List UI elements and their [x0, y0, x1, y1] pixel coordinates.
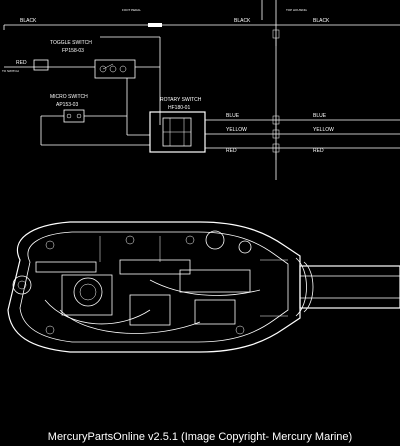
- top-housing-label: TOP HOUSING: [286, 8, 308, 12]
- yellow-wire-label-left: YELLOW: [226, 127, 247, 133]
- micro-switch: [63, 109, 85, 123]
- image-caption: MercuryPartsOnline v2.5.1 (Image Copyrig…: [47, 431, 353, 443]
- rotary-switch: [149, 111, 206, 153]
- housing-inner-shell: [19, 231, 289, 343]
- output-connectors: [272, 115, 280, 160]
- blue-wire-label-left: BLUE: [226, 113, 240, 119]
- black-wire-label-right: BLACK: [313, 18, 330, 24]
- red-wire-label-right: RED: [313, 148, 324, 154]
- foot-pedal-label: FOOT PEDAL: [122, 8, 141, 12]
- red-wire-note: TO SWITCH: [2, 69, 19, 73]
- toggle-switch: [94, 59, 136, 79]
- housing-drawing: [7, 221, 400, 353]
- internal-components: [12, 230, 288, 335]
- toggle-switch-part: FP158-03: [62, 48, 84, 54]
- rotary-switch-name: ROTARY SWITCH: [160, 97, 202, 103]
- toggle-switch-name: TOGGLE SWITCH: [50, 40, 92, 46]
- wiring-diagram: FOOT PEDAL TOP HOUSING BLACK BLACK BLACK…: [2, 0, 400, 353]
- schematic: FOOT PEDAL TOP HOUSING BLACK BLACK BLACK…: [2, 0, 400, 180]
- bus-connector-1: [272, 29, 280, 46]
- yellow-wire-label-right: YELLOW: [313, 127, 334, 133]
- blue-wire-label-right: BLUE: [313, 113, 327, 119]
- rotary-switch-part: HF180-01: [168, 105, 190, 111]
- micro-switch-name: MICRO SWITCH: [50, 94, 88, 100]
- foot-pedal-connector: [148, 23, 162, 27]
- cable-exit: [295, 257, 400, 317]
- black-wire-label-mid: BLACK: [234, 18, 251, 24]
- red-wire-label-mid: RED: [226, 148, 237, 154]
- micro-switch-part: AP153-03: [56, 102, 78, 108]
- black-wire-label-left: BLACK: [20, 18, 37, 24]
- red-wire-connector: [33, 59, 49, 71]
- red-wire-label-left: RED: [16, 60, 27, 66]
- housing-outer-shell: [7, 221, 301, 353]
